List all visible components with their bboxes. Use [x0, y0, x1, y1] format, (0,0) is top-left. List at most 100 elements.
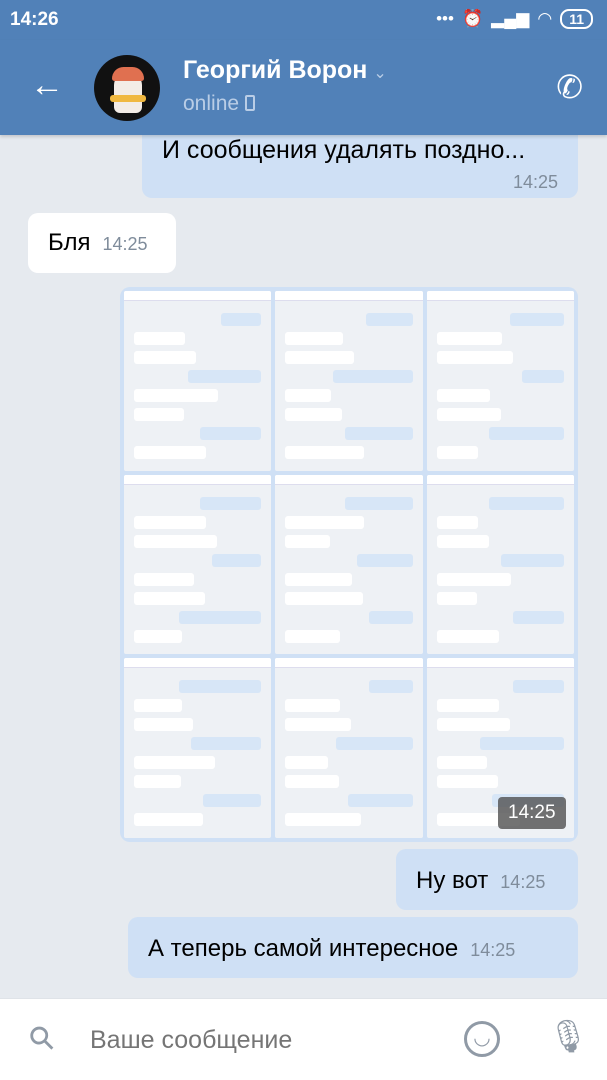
thumbnail-message — [134, 572, 194, 586]
thumbnail-message — [134, 591, 205, 605]
thumbnail-header — [426, 291, 574, 301]
thumbnail-message — [365, 313, 413, 326]
thumbnail-message — [179, 610, 262, 624]
thumbnail-message — [368, 610, 413, 624]
thumbnail-message — [285, 351, 355, 364]
chat-header: ← Георгий Ворон⌄ online ✆ — [0, 40, 607, 135]
thumbnail-message — [134, 408, 184, 421]
screenshot-thumbnail[interactable] — [124, 658, 272, 838]
thumbnail-message — [134, 756, 215, 770]
thumbnail-message — [285, 534, 331, 548]
thumbnail-message — [332, 370, 413, 383]
chevron-down-icon: ⌄ — [373, 65, 387, 82]
thumbnail-message — [188, 370, 262, 383]
wifi-icon: ◠ — [537, 9, 553, 28]
clock: 14:26 — [10, 9, 59, 30]
thumbnail-message — [285, 572, 353, 586]
paperclip-icon[interactable]: ⚲ — [20, 1016, 63, 1060]
thumbnail-message — [436, 572, 511, 586]
thumbnail-message — [221, 313, 262, 326]
battery-icon: 11 — [560, 9, 593, 29]
thumbnail-message — [436, 699, 499, 713]
thumbnail-message — [134, 534, 217, 548]
thumbnail-message — [134, 351, 196, 364]
thumbnail-header — [124, 658, 272, 669]
thumbnail-message — [285, 699, 341, 713]
thumbnail-message — [134, 515, 206, 529]
screenshot-thumbnail[interactable] — [124, 291, 272, 471]
screenshot-thumbnail[interactable] — [124, 474, 272, 655]
thumbnail-message — [335, 737, 413, 751]
thumbnail-message — [436, 756, 487, 770]
signal-icon: ▂▄▆ — [491, 9, 530, 28]
thumbnail-message — [436, 408, 501, 421]
thumbnail-message — [134, 389, 218, 402]
image-time-badge: 14:25 — [498, 797, 566, 829]
thumbnail-message — [200, 427, 262, 440]
thumbnail-message — [344, 427, 413, 440]
screenshot-thumbnail[interactable] — [275, 291, 423, 471]
thumbnail-message — [509, 313, 564, 326]
thumbnail-message — [436, 775, 498, 789]
thumbnail-header — [426, 474, 574, 485]
thumbnail-message — [285, 591, 364, 605]
thumbnail-message — [134, 699, 182, 713]
smile-icon[interactable]: ◡ — [464, 1021, 500, 1057]
thumbnail-message — [134, 775, 181, 789]
thumbnail-header — [124, 291, 272, 301]
thumbnail-message — [436, 515, 478, 529]
screenshot-thumbnail[interactable] — [275, 658, 423, 838]
screenshot-thumbnail[interactable] — [426, 474, 574, 655]
thumbnail-message — [212, 553, 262, 567]
status-bar: 14:26 ••• ⏰ ▂▄▆ ◠ 11 — [0, 0, 607, 40]
screenshot-thumbnail[interactable] — [275, 474, 423, 655]
thumbnail-header — [275, 291, 423, 301]
contact-status: online — [183, 92, 256, 116]
thumbnail-message — [488, 427, 564, 440]
thumbnail-message — [436, 351, 513, 364]
thumbnail-message — [285, 515, 365, 529]
thumbnail-message — [285, 718, 352, 732]
message-input[interactable] — [90, 1017, 440, 1063]
arrow-left-icon[interactable]: ← — [30, 66, 64, 104]
screenshot-thumbnail[interactable] — [426, 291, 574, 471]
thumbnail-message — [436, 591, 477, 605]
composer: ⚲ ◡ 🎙 — [0, 998, 607, 1080]
thumbnail-message — [436, 389, 490, 402]
thumbnail-message — [512, 610, 564, 624]
thumbnail-header — [275, 474, 423, 485]
thumbnail-message — [285, 756, 329, 770]
thumbnail-message — [200, 496, 262, 510]
thumbnail-message — [134, 718, 193, 732]
image-grid-message[interactable] — [120, 287, 578, 842]
thumbnail-message — [512, 680, 564, 694]
avatar[interactable] — [94, 55, 160, 121]
thumbnail-message — [285, 775, 340, 789]
thumbnail-message — [203, 794, 262, 808]
thumbnail-message — [436, 332, 502, 345]
thumbnail-message — [521, 370, 564, 383]
microphone-icon[interactable]: 🎙 — [548, 1018, 589, 1054]
thumbnail-message — [436, 446, 478, 459]
thumbnail-message — [134, 446, 206, 459]
thumbnail-message — [500, 553, 564, 567]
phone-icon[interactable]: ✆ — [556, 69, 583, 105]
thumbnail-message — [134, 629, 182, 643]
thumbnail-message — [347, 794, 413, 808]
thumbnail-message — [479, 737, 564, 751]
more-icon: ••• — [436, 9, 454, 28]
thumbnail-message — [285, 813, 362, 827]
thumbnail-message — [191, 737, 262, 751]
thumbnail-message — [344, 496, 413, 510]
thumbnail-message — [356, 553, 413, 567]
thumbnail-message — [436, 629, 499, 643]
thumbnail-header — [275, 658, 423, 669]
thumbnail-message — [285, 389, 332, 402]
contact-name[interactable]: Георгий Ворон⌄ — [183, 56, 387, 84]
thumbnail-message — [285, 446, 365, 459]
thumbnail-message — [179, 680, 262, 694]
thumbnail-message — [285, 408, 343, 421]
